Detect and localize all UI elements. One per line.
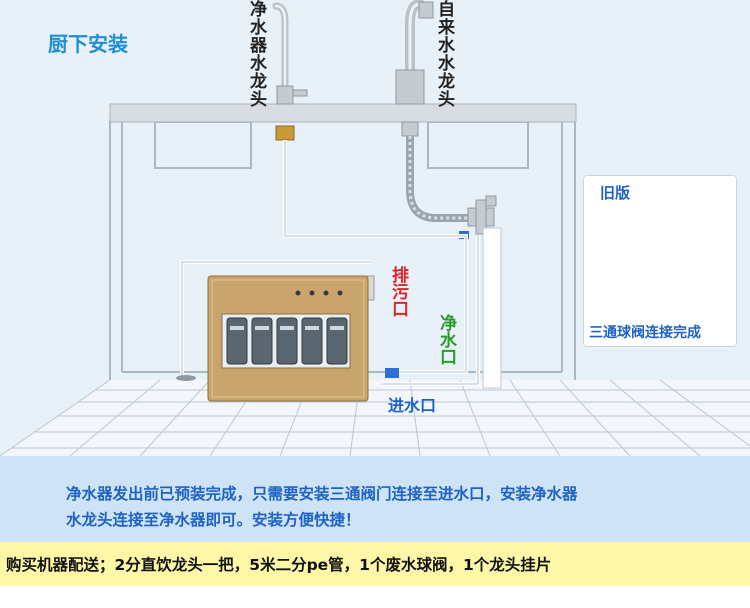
accessories-band: 购买机器配送；2分直饮龙头一把，5米二分pe管，1个废水球阀，1个龙头挂片 (0, 542, 750, 586)
clean-outlet-label: 净水口 (436, 314, 456, 365)
accessories-text: 购买机器配送；2分直饮龙头一把，5米二分pe管，1个废水球阀，1个龙头挂片 (6, 556, 552, 574)
purified-faucet-label: 净水器水龙头 (246, 0, 266, 108)
tap-faucet-label: 自来水水龙头 (434, 0, 454, 108)
inlet-valve-icon (385, 368, 399, 378)
page-title: 厨下安装 (48, 32, 128, 56)
floor (0, 380, 750, 456)
filter-cartridges (226, 317, 348, 365)
inset-panel: 旧版 (583, 175, 737, 347)
inset-title: 旧版 (600, 184, 631, 202)
inset-caption: 三通球阀连接完成 (589, 325, 701, 341)
pe-tubes-outline (181, 140, 479, 385)
tap-faucet-icon (395, 0, 434, 137)
floor-boards (0, 379, 750, 457)
countertop (109, 103, 577, 123)
supply-pipe (482, 227, 502, 389)
purifier-unit (207, 275, 375, 402)
description-line: 水龙头连接至净水器即可。安装方便快捷！ (66, 511, 361, 529)
footer-space (0, 586, 750, 608)
indicator-lights (295, 290, 343, 296)
description-line: 净水器发出前已预装完成，只需要安装三通阀门连接至进水口，安装净水器 (66, 485, 578, 503)
inlet-label: 进水口 (388, 396, 437, 415)
braided-hose (406, 136, 470, 222)
drain-outlet-label: 排污口 (388, 266, 408, 317)
description-band: 净水器发出前已预装完成，只需要安装三通阀门连接至进水口，安装净水器 水龙头连接至… (0, 456, 750, 542)
